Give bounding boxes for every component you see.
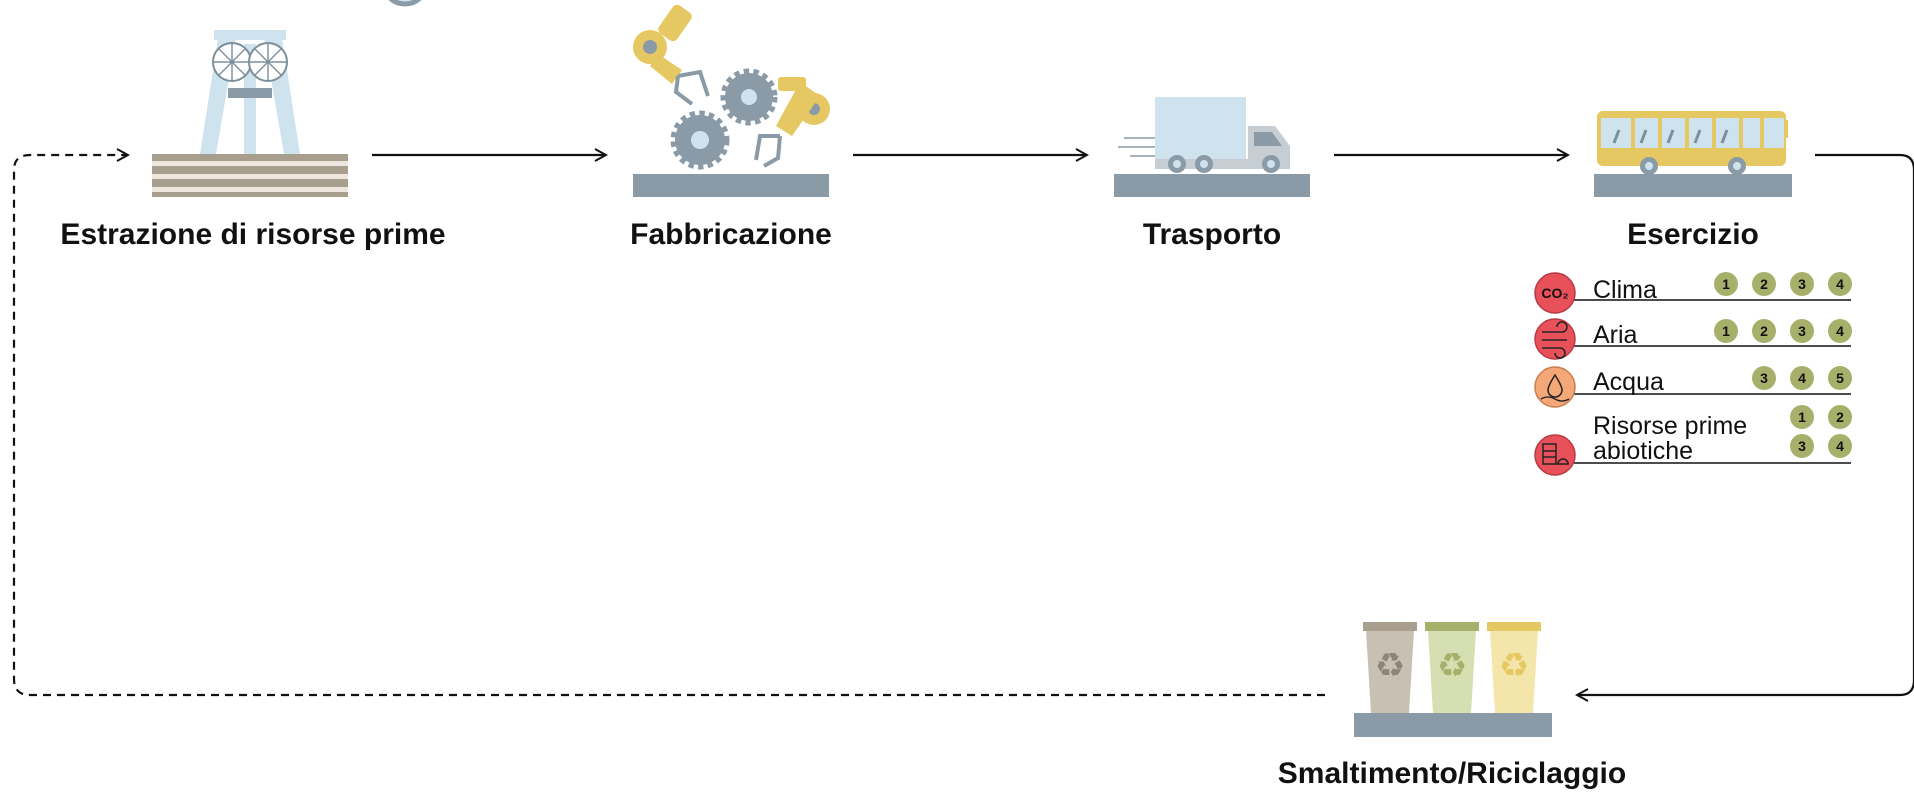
factory-robot-arms-icon <box>633 4 830 197</box>
svg-text:2: 2 <box>1760 323 1768 339</box>
robot-arm-icon <box>633 4 710 106</box>
badge <box>1790 272 1814 296</box>
badge <box>1790 366 1814 390</box>
robot-arm-icon <box>754 77 830 168</box>
recycle-bin-icon: ♻ <box>1363 622 1417 713</box>
svg-text:4: 4 <box>1836 438 1844 454</box>
stage-label-manufacturing: Fabbricazione <box>630 218 832 251</box>
svg-text:1: 1 <box>1722 276 1730 292</box>
svg-text:♻: ♻ <box>1375 646 1405 686</box>
impact-label: Aria <box>1593 321 1638 349</box>
stage-label-disposal: Smaltimento/Riciclaggio <box>1277 757 1627 790</box>
co2-icon-text: CO₂ <box>1541 285 1568 301</box>
impact-list: CO₂ Clima 1 2 3 4 Aria 1 <box>1534 272 1852 476</box>
badge <box>1752 366 1776 390</box>
badge <box>1828 272 1852 296</box>
impact-label: Clima <box>1593 276 1657 304</box>
recycle-bin-icon: ♻ <box>1487 622 1541 713</box>
impact-label-line2: abiotiche <box>1593 437 1693 465</box>
impact-label: Acqua <box>1593 368 1664 396</box>
svg-text:1: 1 <box>1722 323 1730 339</box>
bus-icon <box>1594 111 1792 197</box>
svg-text:4: 4 <box>1836 323 1844 339</box>
recycling-bins-icon: ♻ ♻ ♻ <box>1354 622 1552 737</box>
svg-text:1: 1 <box>1798 409 1806 425</box>
svg-text:5: 5 <box>1836 370 1844 386</box>
mine-tower-icon <box>152 0 422 197</box>
recycle-bin-icon: ♻ <box>1425 622 1479 713</box>
water-drop-icon <box>1534 366 1576 408</box>
badge-group: 1 2 3 4 <box>1714 319 1852 343</box>
badge <box>1828 405 1852 429</box>
co2-cloud-icon <box>1534 272 1576 314</box>
badge <box>1714 272 1738 296</box>
impact-row-clima: CO₂ Clima 1 2 3 4 <box>1534 272 1852 314</box>
svg-text:4: 4 <box>1798 370 1806 386</box>
wind-icon <box>1534 318 1576 360</box>
badge <box>1828 319 1852 343</box>
arrow-operation-to-disposal <box>1577 153 1914 695</box>
badge <box>1790 319 1814 343</box>
gear-icon <box>720 68 778 126</box>
svg-text:3: 3 <box>1798 276 1806 292</box>
badge-group: 1 2 3 4 <box>1790 405 1852 458</box>
truck-icon <box>1114 97 1310 197</box>
svg-text:3: 3 <box>1798 438 1806 454</box>
badge <box>1790 434 1814 458</box>
abiotic-resources-icon <box>1534 434 1576 476</box>
badge <box>1790 405 1814 429</box>
svg-text:3: 3 <box>1760 370 1768 386</box>
svg-text:2: 2 <box>1836 409 1844 425</box>
stage-label-transport: Trasporto <box>1142 218 1282 251</box>
svg-text:3: 3 <box>1798 323 1806 339</box>
impact-label-line1: Risorse prime <box>1593 412 1747 440</box>
badge-group: 1 2 3 4 <box>1714 272 1852 296</box>
badge <box>1752 272 1776 296</box>
badge <box>1752 319 1776 343</box>
svg-text:2: 2 <box>1760 276 1768 292</box>
dashed-recycle-loop-arrow <box>12 155 1325 697</box>
svg-text:4: 4 <box>1836 276 1844 292</box>
impact-row-acqua: Acqua 3 4 5 <box>1534 366 1852 408</box>
flow-arrows <box>12 153 1914 697</box>
partial-circle-decoration <box>388 0 422 7</box>
stage-label-operation: Esercizio <box>1627 218 1759 251</box>
badge <box>1828 366 1852 390</box>
impact-row-aria: Aria 1 2 3 4 <box>1534 318 1852 360</box>
badge-group: 3 4 5 <box>1752 366 1852 390</box>
impact-row-risorse-prime-abiotiche: Risorse prime abiotiche 1 2 3 4 <box>1534 405 1852 476</box>
badge <box>1714 319 1738 343</box>
gear-icon <box>670 110 730 170</box>
badge <box>1828 434 1852 458</box>
svg-text:♻: ♻ <box>1437 646 1467 686</box>
stage-label-extraction: Estrazione di risorse prime <box>60 218 446 251</box>
svg-text:♻: ♻ <box>1499 646 1529 686</box>
